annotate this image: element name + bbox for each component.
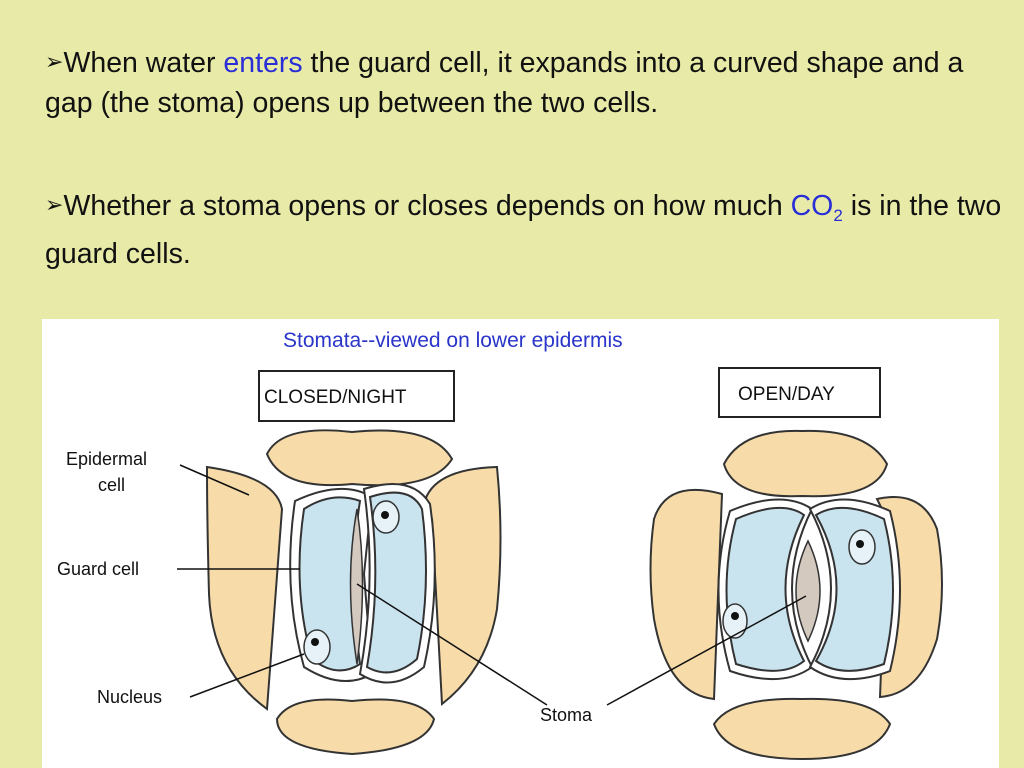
leader-epidermal	[179, 464, 250, 496]
arrow-bullet-icon: ➢	[45, 192, 64, 217]
epidermal-cell-top	[722, 429, 889, 498]
epidermal-cell-bottom	[712, 697, 892, 761]
co2-text: CO	[790, 190, 834, 222]
leader-stoma-open	[606, 595, 807, 706]
guard-cell-left	[298, 496, 362, 672]
label-epidermal-line1: Epidermal	[66, 449, 147, 469]
epidermal-cell-left	[205, 465, 284, 711]
closed-stomata-illustration	[205, 429, 502, 756]
nucleolus	[381, 511, 389, 519]
nucleus-left-open	[722, 603, 748, 639]
label-stoma: Stoma	[540, 705, 593, 725]
bullet-text-pre: When water	[63, 47, 224, 79]
closed-label-box	[258, 370, 455, 422]
epidermal-cell-top	[265, 429, 454, 487]
bullet-text-pre: Whether a stoma opens or closes depends …	[63, 190, 791, 222]
closed-stoma-pore	[349, 508, 364, 665]
label-nucleus: Nucleus	[97, 687, 162, 707]
open-label-box	[718, 367, 881, 418]
arrow-bullet-icon: ➢	[45, 49, 64, 74]
bullet-text-post: the guard cell, it expands into a curved…	[45, 47, 964, 119]
leader-nucleus	[189, 653, 305, 698]
co2-subscript: 2	[833, 206, 843, 225]
open-stomata-illustration	[649, 429, 943, 761]
highlight-enters: enters	[223, 47, 303, 79]
closed-label: CLOSED/NIGHT	[264, 387, 407, 408]
figure-title: Stomata--viewed on lower epidermis	[283, 329, 623, 352]
epidermal-cell-bottom	[275, 698, 436, 756]
open-label: OPEN/DAY	[738, 384, 835, 405]
guard-cell-right	[365, 491, 427, 674]
nucleolus	[856, 540, 864, 548]
leader-stoma-closed	[356, 583, 548, 706]
nucleus-left-closed	[303, 629, 331, 665]
nucleolus	[311, 638, 319, 646]
stomata-diagram-svg: Stomata--viewed on lower epidermis CLOSE…	[57, 329, 943, 761]
bullet-guard-cell-expansion: ➢When water enters the guard cell, it ex…	[45, 44, 1005, 123]
stomata-diagram: Stomata--viewed on lower epidermis CLOSE…	[42, 319, 999, 768]
epidermal-cell-left	[649, 488, 724, 701]
label-guard-cell: Guard cell	[57, 559, 139, 579]
bullet-text-post: is in the two guard cells.	[45, 190, 1002, 270]
epidermal-cell-right	[422, 465, 502, 706]
nucleolus	[731, 612, 739, 620]
label-epidermal-line2: cell	[98, 475, 125, 495]
open-stoma-pore	[795, 539, 821, 643]
bullet-co2-dependence: ➢Whether a stoma opens or closes depends…	[45, 187, 1005, 274]
highlight-co2: CO2	[790, 190, 843, 225]
